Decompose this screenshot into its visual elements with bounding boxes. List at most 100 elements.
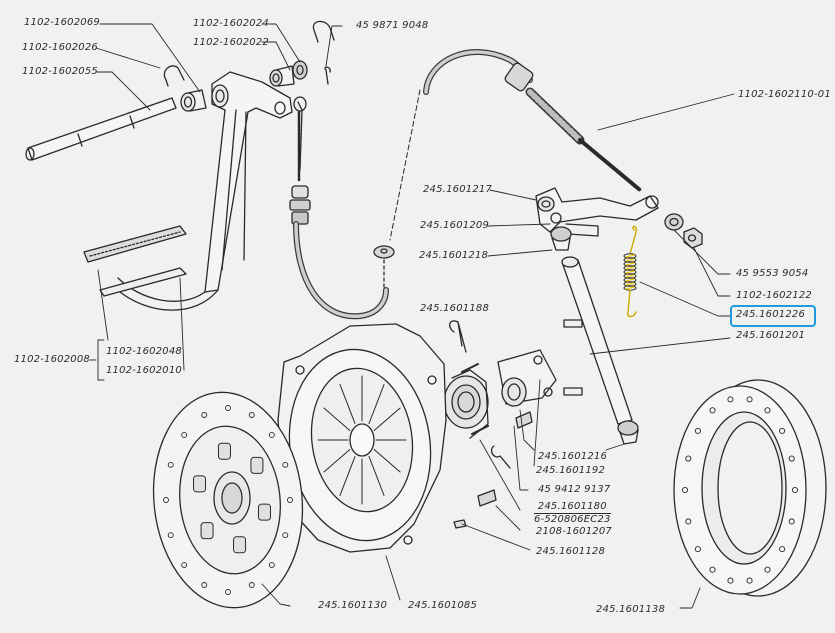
part-label-245-1601130: 245.1601130 — [318, 600, 388, 611]
rivet-hole — [163, 497, 169, 503]
damper-spring — [217, 442, 231, 460]
part-label-245-1601180: 245.1601180 — [534, 501, 611, 514]
diaphragm-finger — [339, 455, 356, 496]
part-label-1102-1602026: 1102-1602026 — [22, 42, 98, 53]
damper-spring — [257, 503, 271, 521]
pressure-plate — [277, 323, 447, 553]
ring-hole — [791, 486, 799, 494]
flywheel-ring — [673, 379, 827, 597]
bushing-part — [180, 89, 207, 112]
part-label-245-1601218: 245.1601218 — [419, 250, 489, 261]
spring-coil-highlight — [625, 270, 635, 274]
ring-hole — [709, 566, 716, 573]
rivet-hole — [181, 431, 188, 438]
return-spring — [623, 225, 638, 318]
ring-hole — [779, 546, 786, 553]
rivet-hole — [167, 532, 174, 539]
part-label-1102-1602008: 1102-1602008 — [14, 354, 90, 365]
ring-hole — [779, 427, 786, 434]
part-label-1102-1602122: 1102-1602122 — [736, 290, 812, 301]
part-label-45-9553-9054: 45 9553 9054 — [736, 268, 809, 279]
part-label-fraction: 245.1601180 6-520806EC23 — [534, 501, 611, 526]
ring-hole — [681, 486, 689, 494]
cotter-clip — [312, 20, 335, 85]
spring-coil-highlight — [625, 254, 635, 258]
diaphragm-finger — [368, 384, 385, 425]
part-label-245-1601226[interactable]: 245.1601226 — [736, 309, 806, 320]
part-label-1102-1602110-01: 1102-1602110-01 — [738, 89, 831, 100]
part-label-245-1601192: 245.1601192 — [536, 465, 606, 476]
rivet-hole — [201, 582, 208, 588]
part-label-245-1601138: 245.1601138 — [596, 604, 666, 615]
ring-hole — [727, 577, 734, 584]
rivet-hole — [248, 582, 255, 588]
ring-hole — [764, 407, 771, 414]
guide-sleeve — [497, 349, 557, 407]
part-label-245-1601201: 245.1601201 — [736, 330, 806, 341]
damper-spring — [250, 456, 264, 474]
damper-spring — [193, 475, 207, 493]
part-label-6-520806EC23: 6-520806EC23 — [534, 514, 611, 525]
part-label-245-1601209: 245.1601209 — [420, 220, 490, 231]
rivet-hole — [268, 562, 275, 569]
clip-part — [163, 65, 185, 87]
diaphragm-finger — [368, 455, 385, 496]
part-label-245-1601085: 245.1601085 — [408, 600, 478, 611]
spring-coil-highlight — [625, 266, 635, 270]
rivet-hole — [167, 461, 174, 468]
spring-coil-highlight — [625, 282, 635, 286]
part-label-245-1601128: 245.1601128 — [536, 546, 606, 557]
part-label-1102-1602069: 1102-1602069 — [24, 17, 100, 28]
ring-hole — [746, 396, 753, 403]
part-label-1102-1602024: 1102-1602024 — [193, 18, 269, 29]
ring-hole — [694, 546, 701, 553]
rivet-hole — [201, 412, 208, 418]
spring-coil-highlight — [625, 262, 635, 266]
leader-lines — [89, 23, 735, 609]
rivet-hole — [225, 589, 231, 595]
plug-part — [550, 226, 572, 251]
part-label-245-1601217: 245.1601217 — [423, 184, 493, 195]
pedal-shaft — [25, 97, 177, 161]
release-fork-lever — [535, 187, 659, 237]
rivet-hole — [282, 461, 289, 468]
clutch-cable — [289, 49, 642, 320]
spring-coil-highlight — [625, 258, 635, 262]
bushing-pair — [269, 60, 308, 87]
cotter-pin — [449, 320, 511, 469]
fork-shaft — [561, 256, 639, 445]
part-label-1102-1602055: 1102-1602055 — [22, 66, 98, 77]
clutch-pedal — [83, 71, 293, 311]
part-label-1102-1602010: 1102-1602010 — [106, 365, 182, 376]
diaphragm-finger — [373, 407, 401, 431]
highlight-box — [730, 305, 816, 327]
ring-hole — [694, 427, 701, 434]
ring-hole — [788, 455, 795, 462]
part-label-45-9412-9137: 45 9412 9137 — [538, 484, 611, 495]
ring-hole — [746, 577, 753, 584]
diaphragm-finger — [323, 407, 351, 431]
diaphragm-finger — [323, 449, 351, 473]
ring-hole — [685, 518, 692, 525]
ring-hole — [788, 518, 795, 525]
rivet-hole — [287, 497, 293, 503]
part-label-45-9871-9048: 45 9871 9048 — [356, 20, 429, 31]
rivet-hole — [248, 412, 255, 418]
release-bearing — [443, 363, 489, 439]
part-label-2108-1601207: 2108-1601207 — [536, 526, 612, 537]
part-label-245-1601188: 245.1601188 — [420, 303, 490, 314]
rivet-hole — [282, 532, 289, 539]
rivet-hole — [181, 562, 188, 569]
rivet-hole — [268, 431, 275, 438]
rivet-hole — [225, 405, 231, 411]
spring-coil-highlight — [625, 286, 635, 290]
part-label-245-1601216: 245.1601216 — [538, 451, 608, 462]
nut-parts — [664, 213, 703, 249]
damper-spring — [200, 522, 214, 540]
part-label-1102-1602048: 1102-1602048 — [106, 346, 182, 357]
ring-hole — [685, 455, 692, 462]
clutch-disc — [152, 391, 304, 609]
diaphragm-finger — [339, 384, 356, 425]
